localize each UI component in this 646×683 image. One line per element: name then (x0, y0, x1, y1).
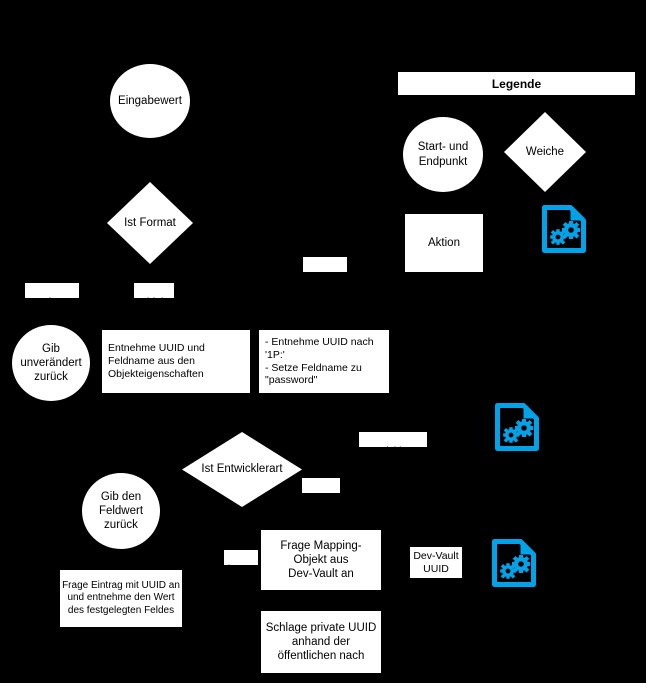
node-eingabewert-label: Eingabewert (118, 94, 182, 107)
node-gib-unveraendert-zurueck-label: Gib unverändert zurück (20, 342, 82, 383)
legend-item-start-end-label: Start- und Endpunkt (417, 141, 469, 168)
edge-label-intern-text: intern (227, 562, 255, 575)
node-entnehme-uuid-1p-label: - Entnehme UUID nach '1P:' - Setze Feldn… (265, 335, 374, 387)
edge-label-devvault-uuid: Dev-Vault UUID (410, 547, 462, 578)
node-ist-format-label: Ist Format (124, 216, 176, 229)
legend-title: Legende (491, 76, 542, 91)
edge-label-extern: extern (302, 478, 340, 503)
node-eingabewert[interactable]: Eingabewert (110, 64, 190, 138)
legend-item-aktion: Aktion (405, 214, 483, 272)
node-schlage-private-uuid-label: Schlage private UUID anhand der öffentli… (265, 621, 377, 662)
edge-label-anderes: Anderes (25, 283, 79, 308)
edge-label-objekt: Objekt (134, 283, 174, 308)
node-gib-den-feldwert-zurueck-label: Gib den Feldwert zurück (98, 490, 144, 531)
legend-item-weiche: Weiche (504, 112, 586, 192)
node-gib-den-feldwert-zurueck[interactable]: Gib den Feldwert zurück (82, 473, 160, 549)
edge-label-1p-text: 1P:<...> (306, 269, 344, 282)
node-entnehme-uuid-1p[interactable]: - Entnehme UUID nach '1P:' - Setze Feldn… (259, 330, 389, 393)
node-entnehme-uuid-feldname[interactable]: Entnehme UUID und Feldname aus den Objek… (102, 330, 250, 393)
document-gears-icon-middle (493, 401, 541, 453)
node-ist-entwicklerart-label: Ist Entwicklerart (201, 463, 283, 476)
legend-item-weiche-label: Weiche (525, 145, 565, 158)
node-ist-entwicklerart[interactable]: Ist Entwicklerart (182, 432, 302, 507)
edge-label-1p: 1P:<...> (303, 257, 347, 282)
legend-item-aktion-label: Aktion (428, 236, 460, 249)
edge-label-intern: intern (224, 550, 258, 575)
edge-label-extern-text: extern (306, 490, 336, 503)
legend-item-start-end: Start- und Endpunkt (403, 117, 483, 192)
edge-label-objekt-text: Objekt (138, 295, 170, 308)
document-gears-icon-legend (540, 203, 588, 255)
node-frage-mapping-objekt[interactable]: Frage Mapping- Objekt aus Dev-Vault an (261, 530, 381, 590)
node-entnehme-uuid-feldname-label: Entnehme UUID und Feldname aus den Objek… (108, 342, 205, 380)
legend-title-bar: Legende (398, 72, 635, 95)
node-gib-unveraendert-zurueck[interactable]: Gib unverändert zurück (12, 325, 90, 401)
node-ist-format[interactable]: Ist Format (107, 182, 193, 264)
node-frage-eintrag-uuid[interactable]: Frage Eintrag mit UUID an und entnehme d… (60, 570, 182, 627)
edge-label-entwicklerart-text: Entwicklerart (362, 444, 424, 457)
node-frage-eintrag-uuid-label: Frage Eintrag mit UUID an und entnehme d… (62, 580, 180, 616)
edge-label-entwicklerart: Entwicklerart (359, 432, 427, 457)
node-schlage-private-uuid[interactable]: Schlage private UUID anhand der öffentli… (261, 611, 381, 673)
edge-label-devvault-uuid-text: Dev-Vault UUID (413, 549, 459, 575)
document-gears-icon-bottom (490, 537, 538, 589)
edge-label-anderes-text: Anderes (32, 295, 72, 308)
node-frage-mapping-objekt-label: Frage Mapping- Objekt aus Dev-Vault an (280, 539, 362, 580)
